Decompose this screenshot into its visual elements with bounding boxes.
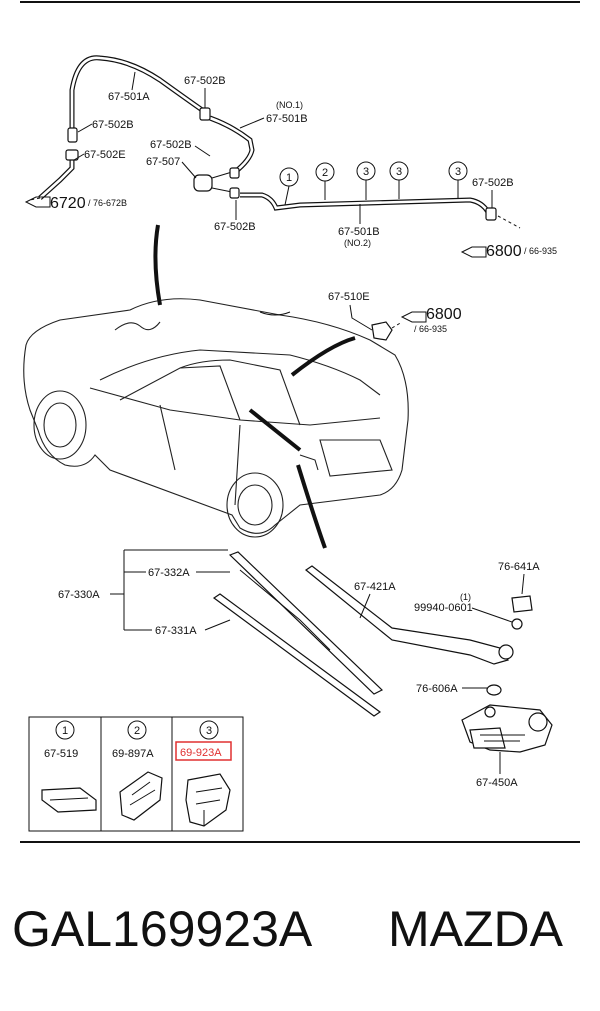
svg-text:67-519: 67-519 — [44, 748, 78, 760]
svg-text:3: 3 — [206, 725, 212, 737]
label-67-502B-top: 67-502B — [184, 75, 226, 87]
wiper-motor-67-450A: 67-450A — [461, 704, 553, 789]
wiper-arm-group: 67-421A 76-641A (1) 99940-0601 76-606A — [304, 561, 540, 696]
svg-text:2: 2 — [322, 167, 328, 179]
label-67-450A: 67-450A — [476, 777, 518, 789]
label-67-501B-bottom: 67-501B — [338, 226, 380, 238]
label-no1: (NO.1) — [276, 100, 303, 110]
footer-brand: MAZDA — [388, 901, 563, 957]
svg-text:1: 1 — [62, 725, 68, 737]
label-67-501A: 67-501A — [108, 91, 150, 103]
wiper-blade-group: 67-330A 67-332A 67-331A — [58, 549, 384, 717]
hose-marker-2: 2 — [315, 162, 335, 200]
parts-diagram: 1 2 3 3 3 67-501A 67-502B (NO.1) 67- — [20, 1, 580, 843]
label-67-330A: 67-330A — [58, 589, 100, 601]
ref-6720: 6720 / 76-672B — [24, 195, 127, 212]
label-76-606A: 76-606A — [416, 683, 458, 695]
label-no2: (NO.2) — [344, 238, 371, 248]
svg-text:6800: 6800 — [486, 243, 522, 260]
hose-marker-3a: 3 — [356, 161, 376, 200]
ref-6800-b: 6800 / 66-935 — [400, 306, 462, 334]
highlight-box — [175, 741, 232, 761]
label-99940-0601: 99940-0601 — [414, 602, 473, 614]
label-67-502B-right: 67-502B — [472, 177, 514, 189]
label-67-502B-mid: 67-502B — [150, 139, 192, 151]
label-67-502B-low: 67-502B — [214, 221, 256, 233]
label-one-small: (1) — [460, 592, 471, 602]
svg-text:3: 3 — [363, 166, 369, 178]
hose-marker-3b: 3 — [389, 161, 409, 199]
label-67-507: 67-507 — [146, 156, 180, 168]
svg-text:69-923A: 69-923A — [180, 747, 222, 759]
nozzle-67-510E: 67-510E 6800 / 66-935 — [328, 291, 462, 341]
hose-marker-3c: 3 — [448, 161, 468, 199]
car-illustration — [23, 224, 409, 549]
label-67-502E: 67-502E — [84, 149, 126, 161]
svg-text:/ 66-935: / 66-935 — [414, 324, 447, 334]
label-76-641A: 76-641A — [498, 561, 540, 573]
label-67-502B-left: 67-502B — [92, 119, 134, 131]
footer-part-number: GAL169923A — [12, 901, 313, 957]
svg-text:3: 3 — [455, 166, 461, 178]
label-67-332A: 67-332A — [148, 567, 190, 579]
legend-item-2: 2 69-897A — [112, 720, 163, 821]
svg-text:/ 76-672B: / 76-672B — [88, 198, 127, 208]
legend-item-1: 1 67-519 — [41, 720, 97, 813]
label-67-421A: 67-421A — [354, 581, 396, 593]
ref-6800-a: 6800 / 66-935 — [460, 243, 557, 260]
legend-table: 1 67-519 2 69-897A 3 69-923A — [28, 716, 244, 832]
svg-text:1: 1 — [286, 172, 292, 184]
hose-marker-1: 1 — [279, 167, 299, 206]
svg-text:/ 66-935: / 66-935 — [524, 246, 557, 256]
svg-text:3: 3 — [396, 166, 402, 178]
svg-text:67-510E: 67-510E — [328, 291, 370, 303]
label-67-331A: 67-331A — [155, 625, 197, 637]
svg-text:2: 2 — [134, 725, 140, 737]
svg-text:69-897A: 69-897A — [112, 748, 154, 760]
label-67-501B-top: 67-501B — [266, 113, 308, 125]
svg-text:6720: 6720 — [50, 195, 86, 212]
svg-text:6800: 6800 — [426, 306, 462, 323]
washer-hose-assembly: 1 2 3 3 3 67-501A 67-502B (NO.1) 67- — [24, 55, 557, 260]
legend-item-3: 3 69-923A — [175, 720, 232, 827]
